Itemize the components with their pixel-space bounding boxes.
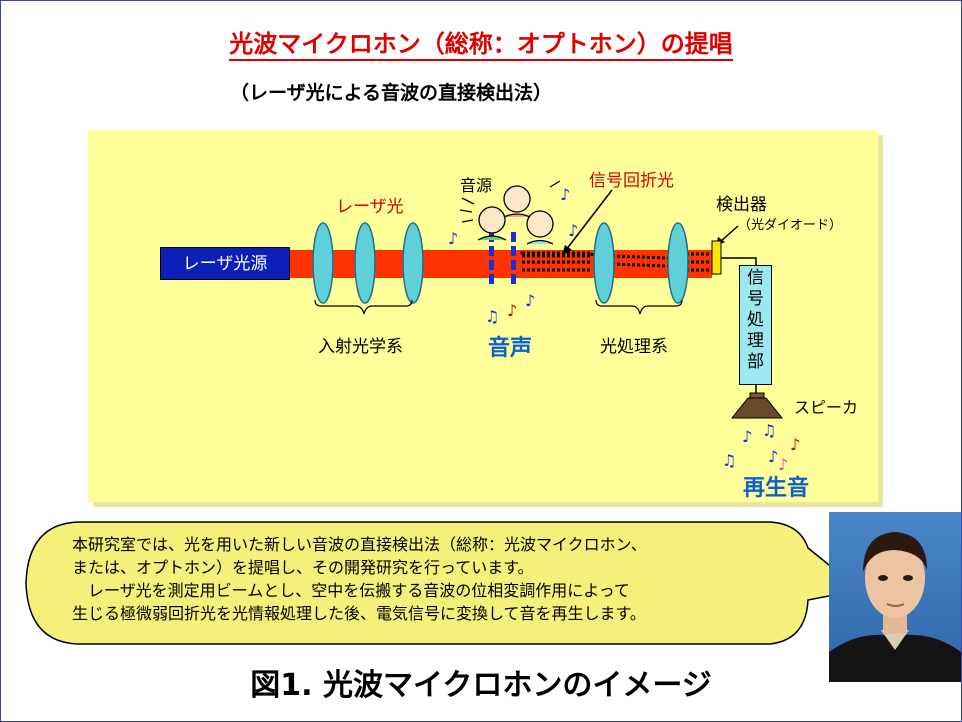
reproduced-sound-label: 再生音 — [743, 476, 810, 501]
description-text: 本研究室では、光を用いた新しい音波の直接検出法（総称：光波マイクロホン、または、… — [72, 533, 647, 625]
incident-optics-label: 入射光学系 — [318, 337, 403, 357]
processor-char: 処 — [747, 310, 764, 330]
svg-text:♪: ♪ — [778, 455, 788, 474]
description-line: 生じる極微弱回折光を光情報処理した後、電気信号に変換して音を再生します。 — [72, 604, 646, 623]
detector-arrow — [719, 225, 739, 243]
diffracted-arrow — [565, 189, 613, 251]
svg-text:♪: ♪ — [568, 221, 578, 240]
speaker-icon — [730, 392, 784, 419]
svg-text:♪: ♪ — [768, 447, 778, 466]
processor-char: 理 — [747, 331, 764, 351]
slide-subtitle: （レーザ光による音波の直接検出法） — [230, 82, 553, 104]
music-notes-icon: ♪ ♪ ♪ ♫ ♪ ♪ ♪ ♫ ♪ ♫ ♪ ♪ — [448, 185, 800, 474]
researcher-photo — [829, 512, 961, 682]
processor-char: 信 — [747, 268, 764, 288]
svg-text:♪: ♪ — [448, 229, 458, 248]
svg-text:♫: ♫ — [485, 307, 499, 326]
svg-text:♪: ♪ — [560, 185, 570, 204]
singers-icon — [477, 185, 554, 245]
processor-char: 号 — [747, 289, 764, 309]
processing-lenses — [593, 222, 689, 304]
description-line: 本研究室では、光を用いた新しい音波の直接検出法（総称：光波マイクロホン、 — [72, 535, 647, 554]
signal-processor-box: 信 号 処 理 部 — [739, 265, 772, 385]
diffracted-signal-dots — [520, 251, 710, 272]
description-line: レーザ光を測定用ビームとし、空中を伝搬する音波の位相変調作用によって — [72, 581, 630, 600]
svg-text:♫: ♫ — [722, 451, 736, 470]
slide-title: 光波マイクロホン（総称：オプトホン）の提唱 — [0, 24, 962, 61]
photodiode-detector — [711, 240, 722, 275]
optical-processing-label: 光処理系 — [600, 337, 668, 357]
processor-char: 部 — [747, 352, 764, 372]
svg-text:♪: ♪ — [507, 301, 517, 320]
svg-text:♪: ♪ — [790, 435, 800, 454]
laser-light-label: レーザ光 — [336, 197, 404, 217]
incident-lenses — [312, 222, 424, 304]
figure-caption: 図1. 光波マイクロホンのイメージ — [250, 668, 712, 703]
laser-source-box: レーザ光源 — [160, 247, 290, 280]
description-line: または、オプトホン）を提唱し、その開発研究を行っています。 — [72, 558, 534, 577]
sound-label: 音声 — [488, 336, 533, 361]
sing-lines — [459, 180, 561, 223]
detector-label: 検出器 — [716, 195, 767, 215]
optical-processing-brace — [595, 299, 683, 315]
svg-text:♫: ♫ — [762, 421, 776, 440]
diffracted-light-label: 信号回折光 — [589, 171, 674, 191]
incident-optics-brace — [314, 299, 413, 315]
detector-to-processor-wire — [721, 257, 757, 265]
svg-text:♪: ♪ — [525, 291, 535, 310]
speech-bubble — [25, 521, 862, 645]
photodiode-label: （光ダイオード） — [738, 218, 843, 233]
speaker-label: スピーカ — [794, 398, 859, 417]
sound-source-label: 音源 — [460, 176, 493, 195]
svg-text:♪: ♪ — [742, 427, 752, 446]
